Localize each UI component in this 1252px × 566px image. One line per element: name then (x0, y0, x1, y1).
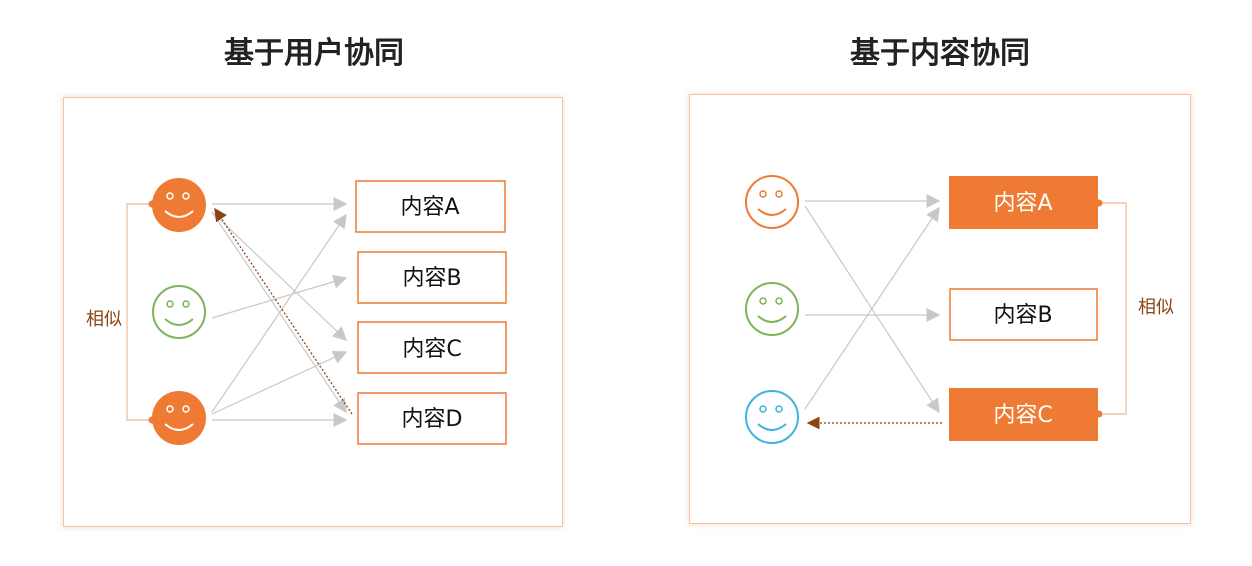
left-user-1-face-icon (152, 178, 206, 232)
arrow-user3-to-content-a (211, 213, 347, 413)
left-content-d-label: 内容D (402, 407, 463, 432)
left-content-d-box: 内容D (357, 392, 507, 445)
left-diagram-title: 基于用户协同 (224, 36, 404, 71)
left-content-b-label: 内容B (402, 266, 461, 291)
arrow-user1-to-content-d (211, 211, 347, 414)
arrow-user1-to-content-c (211, 211, 348, 341)
right-diagram-title: 基于内容协同 (850, 36, 1030, 71)
user-collaboration-panel (63, 97, 563, 527)
arrow-user3-to-content-a (804, 206, 940, 410)
right-similar-label: 相似 (1138, 297, 1174, 318)
left-content-a-label: 内容A (400, 195, 459, 220)
left-content-b-box: 内容B (357, 251, 507, 304)
left-user-2-face-icon (152, 285, 206, 339)
right-relation-arrows (804, 194, 941, 414)
right-user-2-face-icon (745, 282, 799, 336)
right-content-a-label: 内容A (993, 191, 1052, 216)
right-content-c-label: 内容C (993, 403, 1052, 428)
right-content-b-label: 内容B (993, 303, 1052, 328)
left-user-3-face-icon (152, 391, 206, 445)
right-content-a-box: 内容A (949, 176, 1098, 229)
left-content-c-label: 内容C (402, 337, 461, 362)
right-user-3-face-icon (745, 390, 799, 444)
right-similar-bracket (1095, 199, 1127, 418)
arrow-user2-to-content-b (211, 274, 348, 319)
left-recommend-arrow (214, 207, 353, 415)
right-content-c-box: 内容C (949, 388, 1098, 441)
right-user-1-face-icon (745, 175, 799, 229)
arrow-user3-to-content-c (211, 350, 348, 415)
left-content-c-box: 内容C (357, 321, 507, 374)
right-content-b-box: 内容B (949, 288, 1098, 341)
left-relation-arrows (211, 197, 348, 427)
left-similar-label: 相似 (86, 309, 122, 330)
left-similar-bracket (126, 200, 156, 424)
left-content-a-box: 内容A (355, 180, 506, 233)
